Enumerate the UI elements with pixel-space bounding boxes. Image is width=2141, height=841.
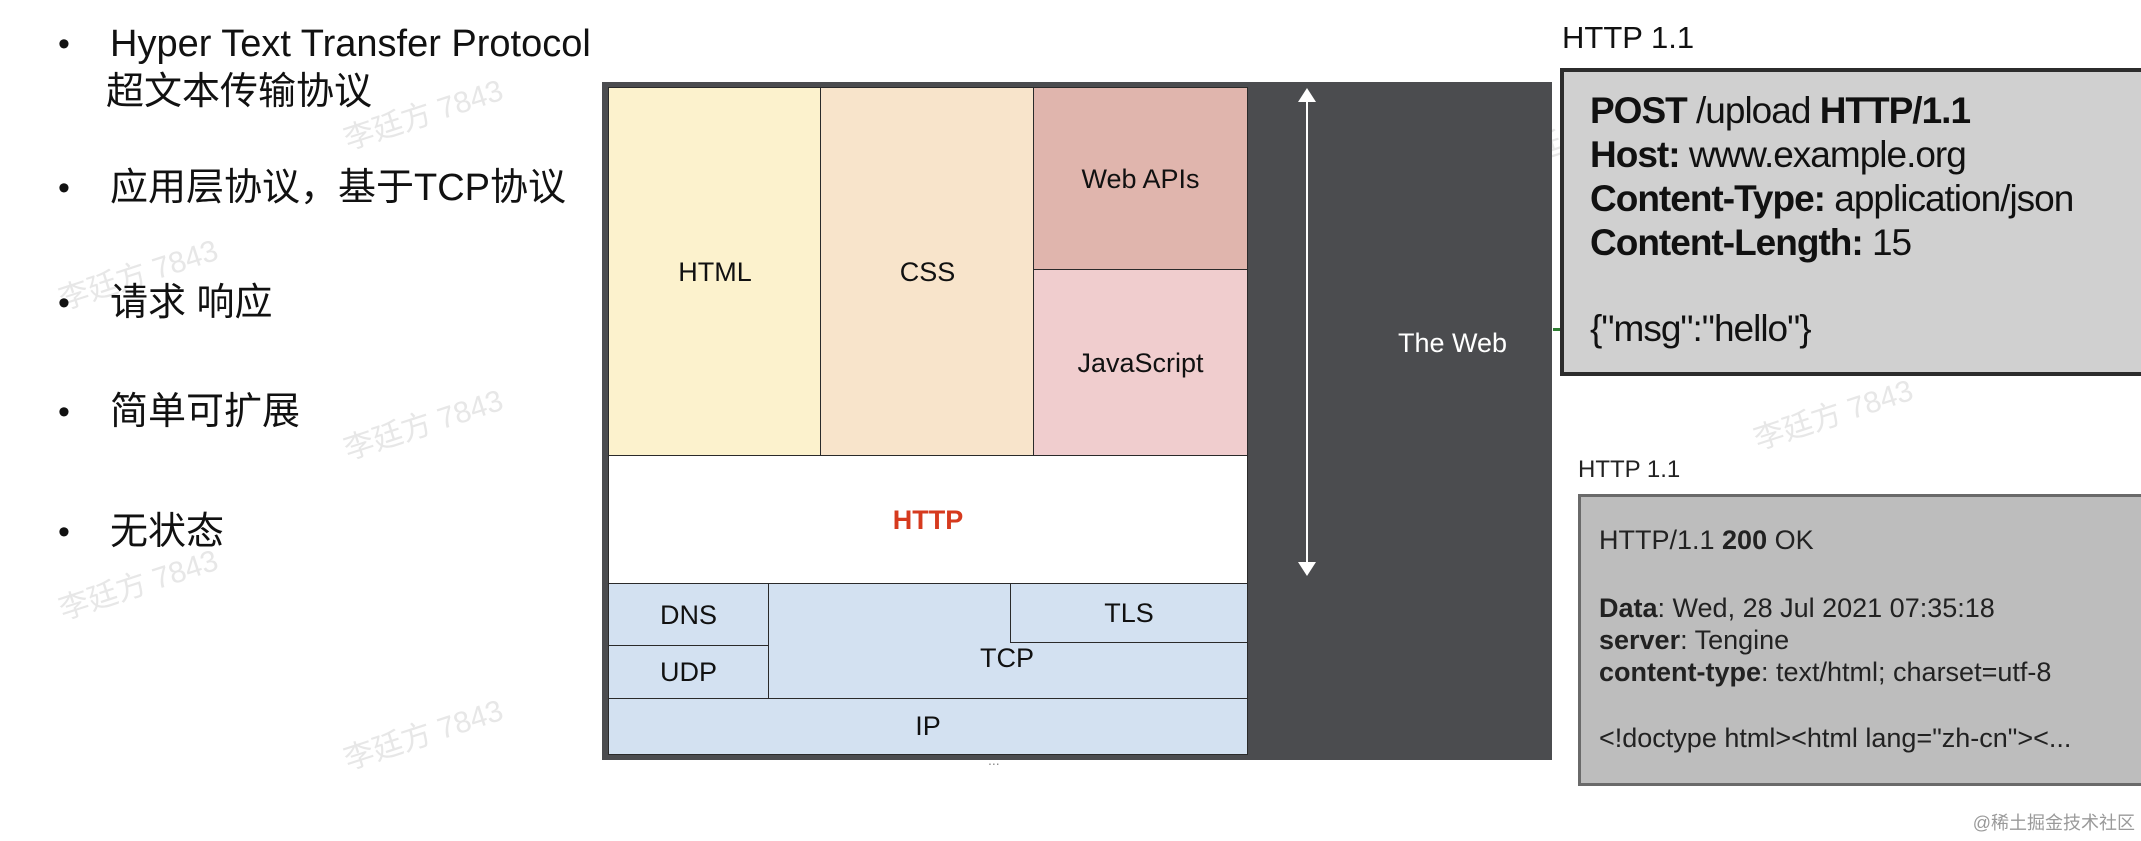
bullet-text: 无状态 (110, 511, 225, 553)
bullet-text: 应用层协议，基于TCP协议 (110, 167, 567, 209)
double-arrow-icon (1298, 88, 1316, 576)
request-path: /upload (1686, 90, 1820, 131)
response-body: <!doctype html><html lang="zh-cn"><... (1599, 723, 2072, 753)
request-panel: POST /upload HTTP/1.1 Host: www.example.… (1560, 68, 2141, 376)
header-value: : Wed, 28 Jul 2021 07:35:18 (1657, 593, 1995, 623)
ip-box: IP (608, 698, 1248, 755)
header-key: server (1599, 625, 1681, 655)
request-method: POST (1590, 90, 1688, 131)
bullet-dot: • (58, 393, 70, 431)
request-line: POST /upload HTTP/1.1 (1590, 90, 1971, 132)
header-key: Data (1599, 593, 1658, 623)
web-label: The Web (1398, 328, 1508, 358)
header-value: : text/html; charset=utf-8 (1761, 657, 2052, 687)
css-box: CSS (820, 87, 1035, 457)
header-value: 15 (1862, 222, 1912, 263)
bullet-dot: • (58, 284, 70, 322)
watermark: 李廷方 7843 (1750, 374, 1918, 457)
bullet-text: 简单可扩展 (110, 391, 301, 433)
request-title: HTTP 1.1 (1562, 20, 1695, 55)
header-key: Host: (1590, 134, 1681, 175)
udp-box: UDP (608, 645, 769, 700)
response-header-server: server: Tengine (1599, 625, 1789, 656)
header-key: Content-Length: (1590, 222, 1864, 263)
connector-line (1553, 328, 1560, 331)
web-apis-box: Web APIs (1033, 87, 1248, 271)
ellipsis: ... (988, 752, 1000, 768)
status-code: 200 (1722, 525, 1768, 555)
tls-box: TLS (1010, 583, 1248, 643)
request-version: HTTP/1.1 (1819, 90, 1971, 131)
response-header-date: Data: Wed, 28 Jul 2021 07:35:18 (1599, 593, 1995, 624)
request-body: {"msg":"hello"} (1590, 308, 1812, 349)
response-panel: HTTP/1.1 200 OK Data: Wed, 28 Jul 2021 0… (1578, 494, 2141, 786)
footer-credit: @稀土掘金技术社区 (1972, 813, 2135, 833)
header-value: : Tengine (1680, 625, 1790, 655)
request-header-content-type: Content-Type: application/json (1590, 178, 2074, 220)
header-value: application/json (1825, 178, 2074, 219)
bullet-text: Hyper Text Transfer Protocol (110, 23, 591, 65)
request-header-content-length: Content-Length: 15 (1590, 222, 1912, 264)
tcp-label: TCP (980, 643, 1034, 673)
http-box: HTTP (608, 455, 1248, 585)
bullet-subtext: 超文本传输协议 (106, 71, 373, 113)
html-box: HTML (608, 87, 822, 457)
watermark: 李廷方 7843 (340, 694, 508, 777)
bullet-text: 请求 响应 (110, 282, 273, 324)
bullet-dot: • (58, 513, 70, 551)
javascript-box: JavaScript (1033, 269, 1248, 457)
header-key: content-type (1599, 657, 1761, 687)
request-header-host: Host: www.example.org (1590, 134, 1967, 176)
response-status-line: HTTP/1.1 200 OK (1599, 525, 1814, 556)
dns-box: DNS (608, 583, 769, 647)
status-text: OK (1767, 525, 1814, 555)
status-prefix: HTTP/1.1 (1599, 525, 1723, 555)
bullet-dot: • (58, 25, 70, 63)
header-key: Content-Type: (1590, 178, 1826, 219)
bullet-dot: • (58, 169, 70, 207)
watermark: 李廷方 7843 (340, 384, 508, 467)
response-title: HTTP 1.1 (1578, 456, 1681, 483)
response-header-content-type: content-type: text/html; charset=utf-8 (1599, 657, 2051, 688)
header-value: www.example.org (1679, 134, 1967, 175)
